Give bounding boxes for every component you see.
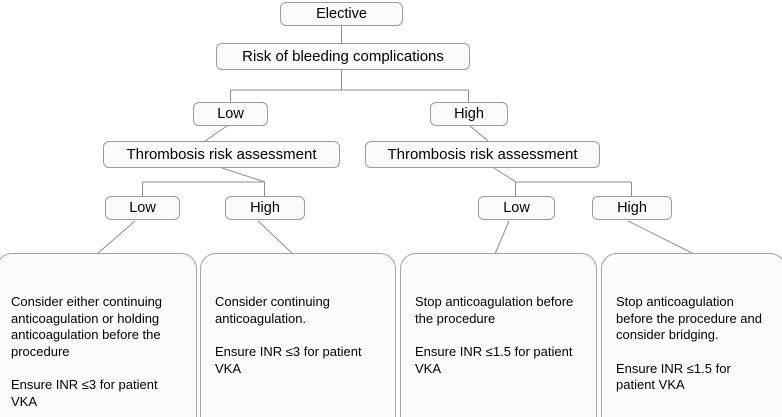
leaf-secondary-text: Ensure INR ≤3 for patient VKA [215, 344, 362, 376]
node-thrombosis-right[interactable]: Thrombosis risk assessment [365, 141, 600, 168]
node-thrombosis-left-low[interactable]: Low [105, 196, 180, 220]
node-bleeding-low[interactable]: Low [193, 102, 268, 126]
node-thrombosis-right-label: Thrombosis risk assessment [387, 146, 578, 163]
node-thrombosis-right-high-label: High [617, 200, 647, 216]
node-bleeding-low-label: Low [217, 106, 244, 122]
leaf-box-low-low[interactable]: Consider either continuing anticoagulati… [0, 253, 197, 417]
node-bleeding-risk-label: Risk of bleeding complications [242, 48, 444, 65]
leaf-primary-text: Consider either continuing anticoagulati… [11, 294, 163, 359]
node-bleeding-high[interactable]: High [430, 102, 508, 126]
leaf-box-low-high[interactable]: Consider continuing anticoagulation. Ens… [200, 253, 396, 417]
node-thrombosis-right-high[interactable]: High [592, 196, 672, 220]
leaf-secondary-text: Ensure INR ≤1.5 for patient VKA [415, 344, 573, 376]
node-bleeding-risk[interactable]: Risk of bleeding complications [216, 43, 470, 70]
edge-to-leaf-1 [96, 220, 136, 255]
node-thrombosis-right-low-label: Low [503, 200, 530, 216]
edge-low-to-thrombosis-left [204, 125, 228, 142]
leaf-primary-text: Stop anticoagulation before the procedur… [616, 294, 762, 342]
edge-thrombosis-right-stem [493, 167, 517, 183]
node-thrombosis-left-label: Thrombosis risk assessment [126, 146, 317, 163]
node-bleeding-high-label: High [454, 106, 484, 122]
edge-to-leaf-2 [257, 220, 294, 255]
node-thrombosis-left-high-label: High [250, 200, 280, 216]
leaf-box-high-low[interactable]: Stop anticoagulation before the procedur… [400, 253, 597, 417]
edge-to-leaf-3 [494, 220, 510, 255]
edge-to-leaf-4 [627, 220, 695, 255]
node-elective-label: Elective [316, 6, 367, 22]
node-thrombosis-left[interactable]: Thrombosis risk assessment [103, 141, 340, 168]
node-thrombosis-left-low-label: Low [129, 200, 156, 216]
edge-thrombosis-left-stem [221, 167, 266, 183]
leaf-secondary-text: Ensure INR ≤3 for patient VKA [11, 377, 158, 409]
node-elective[interactable]: Elective [280, 2, 403, 26]
leaf-secondary-text: Ensure INR ≤1.5 for patient VKA [616, 360, 731, 393]
leaf-primary-text: Consider continuing anticoagulation. [215, 294, 330, 326]
node-thrombosis-left-high[interactable]: High [225, 196, 305, 220]
leaf-primary-text: Stop anticoagulation before the procedur… [415, 294, 574, 326]
leaf-box-high-high[interactable]: Stop anticoagulation before the procedur… [601, 253, 782, 417]
edge-high-to-thrombosis-right [469, 125, 489, 142]
node-thrombosis-right-low[interactable]: Low [478, 196, 555, 220]
